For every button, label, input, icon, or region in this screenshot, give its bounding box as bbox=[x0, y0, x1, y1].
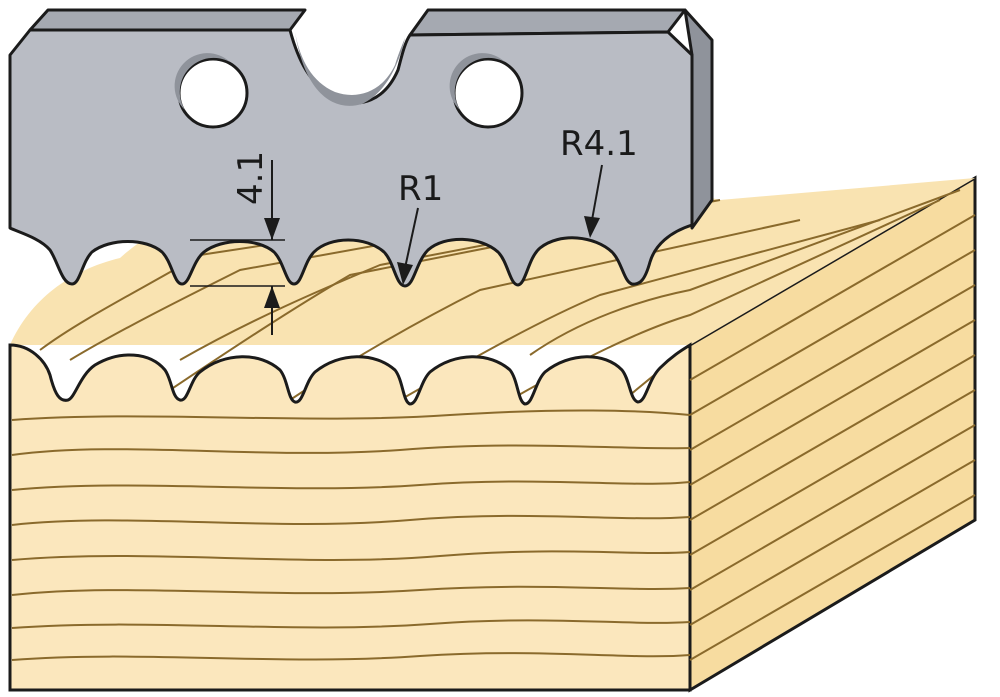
dimensions: 4.1 R1 R4.1 bbox=[190, 124, 638, 335]
wood-front-face bbox=[8, 342, 692, 692]
arrow-icon bbox=[584, 216, 600, 238]
knife-side-bevel bbox=[683, 8, 714, 230]
depth-dimension-label: 4.1 bbox=[231, 151, 271, 205]
arrow-icon bbox=[264, 286, 280, 308]
profile-knife bbox=[8, 8, 714, 288]
arrow-icon bbox=[397, 262, 413, 285]
knife-gullet-shade bbox=[295, 32, 405, 106]
wood-front-grain bbox=[11, 409, 691, 661]
wood-block bbox=[8, 175, 977, 693]
tip-radius-label: R1 bbox=[398, 169, 443, 209]
arrow-icon bbox=[264, 218, 280, 240]
hole-icon bbox=[174, 53, 249, 129]
hole-icon bbox=[449, 53, 524, 129]
flute-radius-label: R4.1 bbox=[560, 124, 638, 164]
wood-side-grain bbox=[689, 214, 976, 661]
